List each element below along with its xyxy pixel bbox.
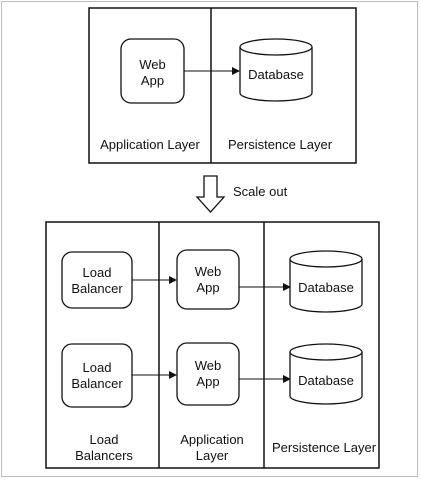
bottom-web-app-node-2: Web App (176, 342, 240, 406)
bottom-web-app-1-label-line1: Web (195, 264, 222, 279)
load-balancers-layer-label-line1: Load (90, 432, 119, 447)
bottom-database-2-cylinder-body (289, 352, 363, 405)
top-web-app-label-line2: App (141, 73, 164, 88)
bottom-database-node-1: Database (289, 250, 363, 313)
load-balancer-node-1: Load Balancer (61, 251, 133, 309)
load-balancer-1-label-line2: Balancer (71, 281, 123, 296)
bottom-database-1-label: Database (298, 280, 354, 295)
top-architecture: Web App Database Application Layer Persi… (88, 7, 357, 164)
load-balancer-node-2: Load Balancer (61, 343, 133, 408)
bottom-web-app-box-1 (176, 249, 240, 310)
bottom-web-app-2-label-line2: App (196, 374, 219, 389)
bottom-database-1-cylinder-body (289, 259, 363, 313)
top-database-label: Database (248, 67, 304, 82)
top-database-cylinder-body (239, 47, 313, 102)
bottom-database-2-cylinder-top (289, 343, 363, 361)
top-web-app-node: Web App (120, 38, 185, 104)
scale-out-arrow-icon (195, 175, 226, 213)
bottom-application-layer-label-line1: Application (180, 432, 244, 447)
top-database-node: Database (239, 38, 313, 102)
bottom-web-app-node-1: Web App (176, 249, 240, 310)
bottom-database-2-label: Database (298, 373, 354, 388)
load-balancer-2-label-line1: Load (83, 360, 112, 375)
bottom-persistence-layer-label: Persistence Layer (272, 440, 377, 455)
load-balancers-layer-label-line2: Balancers (75, 448, 133, 463)
top-database-cylinder-top (239, 38, 313, 56)
top-web-app-label-line1: Web (139, 57, 166, 72)
bottom-web-app-2-label-line1: Web (195, 358, 222, 373)
bottom-web-app-box-2 (176, 342, 240, 406)
load-balancer-box-1 (61, 251, 133, 309)
bottom-database-node-2: Database (289, 343, 363, 405)
load-balancer-1-label-line1: Load (83, 265, 112, 280)
scale-out-label: Scale out (233, 184, 288, 199)
bottom-architecture: Load Balancer Web App Database Load Bala… (45, 221, 380, 469)
load-balancer-2-label-line2: Balancer (71, 376, 123, 391)
bottom-database-1-cylinder-top (289, 250, 363, 268)
bottom-application-layer-label-line2: Layer (196, 448, 229, 463)
top-persistence-layer-label: Persistence Layer (228, 137, 333, 152)
bottom-web-app-1-label-line2: App (196, 280, 219, 295)
scale-out-indicator: Scale out (195, 175, 288, 213)
top-application-layer-label: Application Layer (100, 137, 200, 152)
